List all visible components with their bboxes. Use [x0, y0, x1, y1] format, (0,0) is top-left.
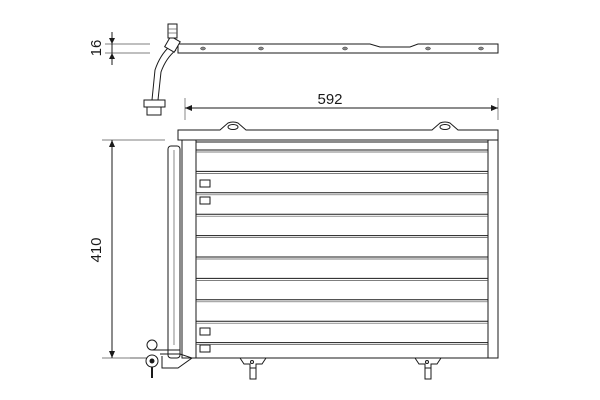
dimension-width-label: 592	[317, 91, 342, 108]
dimension-height: 410	[88, 139, 165, 359]
front-view	[130, 121, 499, 380]
dimension-width: 592	[184, 91, 499, 120]
dimension-height-label: 410	[88, 237, 105, 262]
dimension-thickness-label: 16	[88, 40, 105, 57]
top-view	[143, 23, 499, 116]
dimension-thickness: 16	[88, 32, 150, 65]
